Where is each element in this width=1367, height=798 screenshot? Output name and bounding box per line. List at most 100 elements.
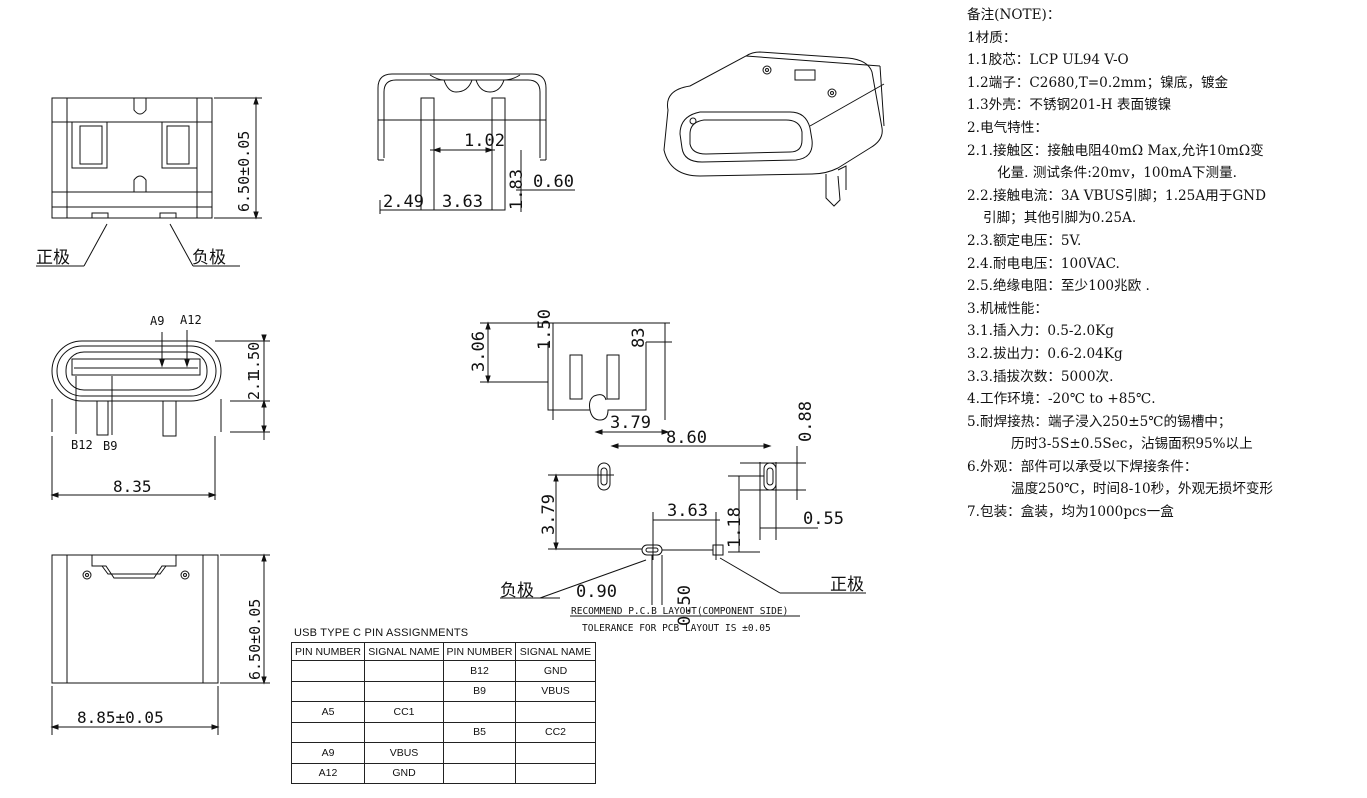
dim-088: 0.88 (796, 401, 816, 442)
table-cell (443, 762, 516, 784)
note-line: 4.工作环境：-20℃ to +85℃. (967, 391, 1156, 408)
dim-835: 8.35 (113, 477, 152, 496)
pcb-positive-label: 正极 (830, 575, 864, 595)
dim-150-side: 1.50 (535, 309, 555, 350)
dim-379-pcb: 3.79 (539, 494, 559, 535)
table-cell (291, 660, 365, 682)
iso-view (663, 51, 885, 207)
dim-102: 1.02 (464, 131, 505, 151)
table-row: B12 GND (291, 660, 596, 682)
table-cell: A5 (291, 701, 365, 723)
dim-183-side: 1.83 (507, 169, 527, 210)
table-row: A9 VBUS (291, 742, 596, 764)
dim-118: 1.18 (725, 507, 745, 548)
label-a9: A9 (150, 314, 164, 328)
note-line: 5.耐焊接热：端子浸入250±5℃的锡槽中； (967, 413, 1232, 430)
table-cell: CC2 (515, 721, 596, 743)
table-cell (515, 701, 596, 723)
dim-210: 2.1 (245, 373, 263, 400)
table-cell (443, 742, 516, 764)
dim-860: 8.60 (666, 428, 707, 448)
pin-table-header: PIN NUMBER (291, 642, 365, 661)
pcb-caption-2: TOLERANCE FOR PCB LAYOUT IS ±0.05 (582, 623, 771, 634)
note-line: 2.4.耐电电压：100VAC. (967, 255, 1120, 272)
dim-363-side: 3.63 (442, 192, 483, 212)
dim-379-side: 3.79 (610, 413, 651, 433)
table-cell: A12 (291, 762, 365, 784)
note-line: 7.包装：盒装，均为1000pcs一盒 (967, 504, 1174, 521)
notes-heading: 备注(NOTE)： (967, 7, 1061, 23)
note-line: 1材质： (967, 29, 1017, 46)
table-cell (443, 701, 516, 723)
table-cell: GND (364, 762, 444, 784)
label-positive: 正极 (36, 248, 70, 268)
dim-650-bottom: 6.50±0.05 (246, 599, 264, 680)
note-line: 化量. 测试条件:20mv，100mA下测量. (997, 165, 1238, 182)
table-cell: CC1 (364, 701, 444, 723)
dim-249: 2.49 (383, 192, 424, 212)
table-cell: VBUS (364, 742, 444, 764)
label-b12: B12 (71, 438, 93, 452)
dim-306: 3.06 (469, 331, 489, 372)
dim-363-pcb: 3.63 (667, 501, 708, 521)
pin-table-header: SIGNAL NAME (515, 642, 596, 661)
top-view (36, 96, 262, 267)
note-line: 2.3.额定电压：5V. (967, 232, 1082, 249)
pin-table-header-row: PIN NUMBER SIGNAL NAME PIN NUMBER SIGNAL… (291, 642, 596, 661)
pcb-caption-1: RECOMMEND P.C.B LAYOUT(COMPONENT SIDE) (571, 606, 788, 617)
note-line: 历时3-5S±0.5Sec，沾锡面积95%以上 (1011, 436, 1253, 453)
dim-050: 0.50 (675, 585, 695, 626)
table-cell (291, 721, 365, 743)
table-cell (364, 721, 444, 743)
label-negative: 负极 (192, 248, 226, 268)
pin-assignment-block: USB TYPE C PIN ASSIGNMENTS PIN NUMBER SI… (291, 627, 596, 784)
table-cell: VBUS (515, 680, 596, 702)
pcb-layout (500, 446, 866, 617)
dim-885: 8.85±0.05 (77, 708, 164, 727)
bottom-view (50, 553, 270, 735)
dim-183-right: 83 (629, 328, 649, 348)
table-cell: A9 (291, 742, 365, 764)
label-b9: B9 (103, 439, 117, 453)
table-cell: B12 (443, 660, 516, 682)
table-cell (364, 660, 444, 682)
table-cell: B9 (443, 680, 516, 702)
dim-055: 0.55 (803, 509, 844, 529)
note-line: 3.机械性能： (967, 300, 1048, 317)
note-line: 3.2.拔出力：0.6-2.04Kg (967, 345, 1123, 362)
pin-table: PIN NUMBER SIGNAL NAME PIN NUMBER SIGNAL… (291, 642, 596, 784)
note-line: 引脚；其他引脚为0.25A. (983, 210, 1137, 227)
notes-block: 备注(NOTE)： 1材质： 1.1胶芯：LCP UL94 V-O 1.2端子：… (967, 4, 1362, 524)
note-line: 2.1.接触区：接触电阻40mΩ Max,允许10mΩ变 (967, 142, 1264, 159)
label-a12: A12 (180, 313, 202, 327)
table-cell: GND (515, 660, 596, 682)
note-line: 3.1.插入力：0.5-2.0Kg (967, 323, 1115, 340)
note-line: 1.2端子：C2680,T=0.2mm；镍底，镀金 (967, 74, 1229, 91)
note-line: 6.外观：部件可以承受以下焊接条件： (967, 458, 1198, 475)
note-line: 1.1胶芯：LCP UL94 V-O (967, 52, 1129, 69)
pin-table-header: PIN NUMBER (443, 642, 516, 661)
pin-table-title: USB TYPE C PIN ASSIGNMENTS (294, 627, 469, 639)
table-cell (515, 762, 596, 784)
pin-table-header: SIGNAL NAME (364, 642, 444, 661)
table-cell: B5 (443, 721, 516, 743)
pcb-negative-label: 负极 (500, 581, 534, 601)
table-cell (291, 680, 365, 702)
table-cell (364, 680, 444, 702)
dim-090: 0.90 (576, 582, 617, 602)
front-view (50, 330, 270, 500)
table-cell (515, 742, 596, 764)
table-row: B5 CC2 (291, 721, 596, 743)
note-line: 温度250℃，时间8-10秒，外观无损坏变形 (1011, 481, 1274, 498)
note-line: 1.3外壳：不锈钢201-H 表面镀镍 (967, 97, 1172, 114)
section-view (480, 321, 772, 449)
table-row: A5 CC1 (291, 701, 596, 723)
table-row: B9 VBUS (291, 680, 596, 702)
note-line: 3.3.插拔次数：5000次. (967, 368, 1114, 385)
table-row: A12 GND (291, 762, 596, 784)
side-view (377, 73, 575, 214)
dim-150: 1.50 (245, 342, 263, 378)
dim-060: 0.60 (533, 172, 574, 192)
